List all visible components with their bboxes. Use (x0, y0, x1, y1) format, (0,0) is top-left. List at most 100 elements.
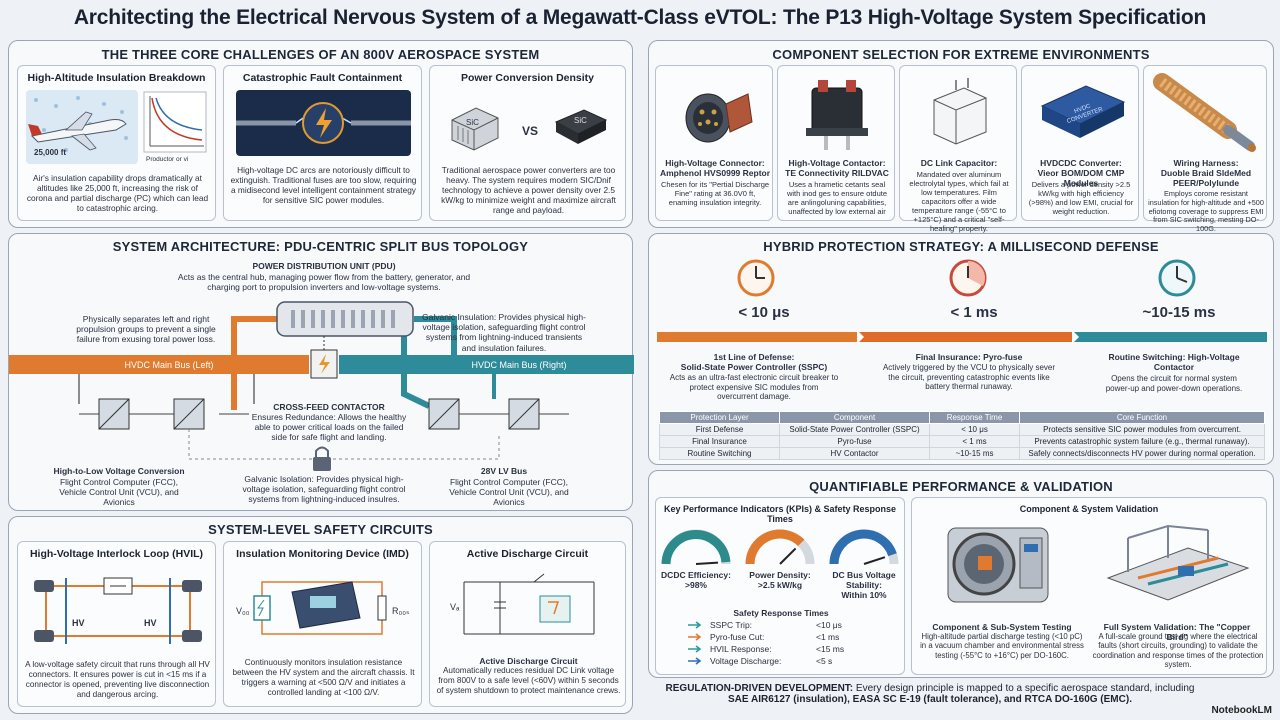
page-title: Architecting the Electrical Nervous Syst… (73, 6, 1207, 29)
galvanic-note: Galvanic Insulation: Provides physical h… (422, 312, 586, 353)
table-row: First Defense Solid-State Power Controll… (659, 423, 1265, 436)
footer-line1: Every design principle is mapped to a sp… (855, 683, 1195, 694)
timeline-diagram (657, 259, 1267, 344)
lv-bus-title: 28V LV Bus (480, 466, 528, 476)
table-cell: HV Contactor (779, 447, 930, 460)
response-title: Safety Response Times (733, 608, 829, 618)
challenge-body: High-voltage DC arcs are notoriously dif… (230, 165, 417, 205)
response-value: <10 μs (816, 620, 842, 630)
bus-right-label: HVDC Main Bus (Right) (471, 360, 567, 370)
table-cell: < 1 ms (929, 435, 1020, 448)
footer-line2: SAE AIR6127 (insulation), EASA SC E-19 (… (728, 694, 1132, 705)
capacitor-icon (933, 78, 987, 145)
table-row: Routine Switching HV Contactor ~10-15 ms… (659, 447, 1265, 460)
hv-connector-icon (685, 93, 753, 143)
response-arrows (688, 621, 702, 665)
discharge-v-label: Vₐ (450, 602, 460, 612)
response-value: <1 ms (816, 632, 840, 642)
component-card-contactor: High-Voltage Contactor: TE Connectivity … (777, 65, 895, 221)
stage-time: < 1 ms (950, 304, 998, 321)
table-header-row: Protection Layer Component Response Time… (659, 411, 1265, 424)
gauge-value: >2.5 kW/kg (757, 580, 803, 590)
sic-chip-icon (554, 109, 608, 144)
challenges-heading: THE THREE CORE CHALLENGES OF AN 800V AER… (101, 47, 540, 62)
response-label: Voltage Discharge: (710, 656, 782, 666)
discharge-circuit-diagram (463, 573, 595, 635)
response-arrow-icon (688, 645, 702, 653)
table-header: Component (779, 411, 930, 424)
imd-v-label: V₀₀ (236, 606, 250, 616)
sic-module-icon (451, 107, 499, 151)
validation-card: Component & System Validation Component … (911, 497, 1267, 675)
copper-bird-rig-illustration (1106, 524, 1250, 601)
component-name: High-Voltage Contactor: (788, 158, 886, 168)
safety-title: Insulation Monitoring Device (IMD) (236, 548, 409, 560)
safety-title: Active Discharge Circuit (466, 548, 589, 560)
pdu-title: POWER DISTRIBUTION UNIT (PDU) (252, 261, 396, 271)
protection-table: Protection Layer Component Response Time… (659, 411, 1265, 460)
challenge-body: Air's insulation capability drops dramat… (26, 173, 209, 213)
test-b-body: A full-scale ground test rig where the e… (1092, 632, 1264, 670)
safety-card-hvil: High-Voltage Interlock Loop (HVIL) HV HV… (17, 541, 216, 707)
component-sub: Vieor BOM/DOM CMP Modules (1037, 168, 1125, 189)
footer-lead: REGULATION-DRIVEN DEVELOPMENT: (665, 683, 854, 694)
stage-title: Final Insurance: Pyro-fuse (915, 352, 1023, 362)
gauge-needle (863, 556, 886, 565)
table-cell: First Defense (659, 423, 780, 436)
stage-body: Acts as an ultra-fast electronic circuit… (669, 373, 839, 402)
lv-bus-body: Flight Control Computer (FCC), Vehicle C… (449, 477, 569, 508)
architecture-section: SYSTEM ARCHITECTURE: PDU-CENTRIC SPLIT B… (8, 233, 634, 511)
airplane-altitude-illustration (26, 90, 207, 164)
table-cell: Final Insurance (659, 435, 780, 448)
component-sub: TE Connectivity RILDVAC (785, 168, 889, 178)
table-cell: Protects sensitive SIC power modules fro… (1019, 423, 1265, 436)
performance-heading: QUANTIFIABLE PERFORMANCE & VALIDATION (809, 479, 1113, 494)
response-value: <5 s (816, 656, 833, 666)
topology-diagram (9, 301, 634, 471)
stage-time: < 10 μs (738, 304, 790, 321)
test-b-title: Full System Validation: The "Copper Bird… (1103, 622, 1251, 643)
vacuum-chamber-illustration (947, 527, 1049, 603)
response-label: SSPC Trip: (710, 620, 753, 630)
table-header: Core Function (1019, 411, 1265, 424)
chip-b-label: SiC (574, 116, 587, 125)
wiring-harness-icon (1153, 73, 1256, 152)
gauge-needle (695, 561, 719, 565)
component-body: Uses a hrametic cetants seal with inod g… (786, 180, 888, 216)
table-header: Protection Layer (659, 411, 780, 424)
challenge-card-insulation: High-Altitude Insulation Breakdown 25,00… (17, 65, 216, 221)
gauge-label: Power Density: (749, 570, 811, 580)
discharge-sub: Active Discharge Circuit (479, 656, 578, 666)
architecture-heading: SYSTEM ARCHITECTURE: PDU-CENTRIC SPLIT B… (112, 239, 529, 254)
gauge-label: DCDC Efficiency: (661, 570, 731, 580)
safety-card-imd: Insulation Monitoring Device (IMD) V₀₀ R… (223, 541, 422, 707)
table-cell: ~10-15 ms (929, 447, 1020, 460)
component-sub: Duoble Braid SldeMed PEER/Polylunde (1160, 168, 1252, 189)
performance-section: QUANTIFIABLE PERFORMANCE & VALIDATION Ke… (648, 470, 1274, 678)
table-cell: Pyro-fuse (779, 435, 930, 448)
bus-left-label: HVDC Main Bus (Left) (124, 360, 214, 370)
validation-title: Component & System Validation (1019, 504, 1159, 514)
challenge-card-density: Power Conversion Density SiC VS SiC Trad… (429, 65, 626, 221)
challenge-title: High-Altitude Insulation Breakdown (27, 72, 206, 84)
component-card-harness: Wiring Harness: Duoble Braid SldeMed PEE… (1143, 65, 1267, 233)
stage-body: Opens the circuit for normal system powe… (1105, 374, 1243, 393)
stage-body: Actively triggered by the VCU to physica… (882, 363, 1056, 392)
crossfeed-body: Ensures Redundance: Allows the healthy a… (251, 412, 407, 443)
lv-conv-title: High-to-Low Voltage Conversion (53, 466, 185, 476)
lv-conv-body: Flight Control Computer (FCC), Vehicle C… (59, 477, 179, 508)
table-cell: Solid-State Power Controller (SSPC) (779, 423, 930, 436)
imd-r-label: R₀₀ₛ (392, 606, 410, 616)
component-sub: Amphenol HVS0999 Reptor (659, 168, 771, 178)
gauge-needle (779, 547, 797, 565)
versus-label: VS (522, 124, 539, 138)
stage-title: 1st Line of Defense: (713, 352, 795, 362)
hv-contactor-icon (806, 80, 868, 150)
pdu-body: Acts as the central hub, managing power … (177, 272, 471, 293)
gauge-value: Within 10% (841, 590, 887, 600)
regulation-footer: REGULATION-DRIVEN DEVELOPMENT: Every des… (650, 683, 1210, 705)
component-body: Employs corome resistant insulation for … (1148, 189, 1264, 233)
safety-body: A low-voltage safety circuit that runs t… (25, 660, 210, 699)
component-name: DC Link Capacitor: (920, 158, 998, 168)
response-arrow-icon (688, 657, 702, 665)
